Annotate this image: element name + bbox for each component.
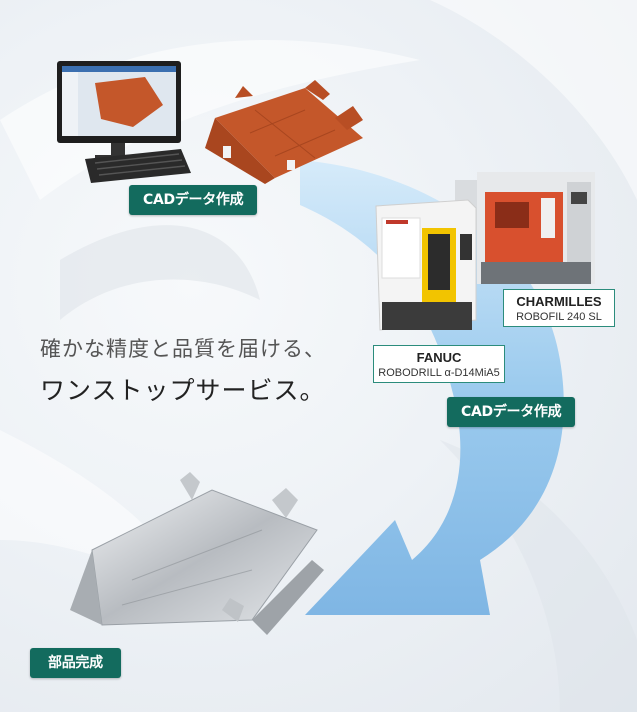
- computer-monitor-icon: [57, 61, 181, 160]
- step-cad-top: CADデータ作成: [129, 185, 258, 215]
- charmilles-name: CHARMILLES: [516, 294, 602, 309]
- tagline-line2: ワンストップサービス。: [40, 376, 326, 405]
- finished-steel-part: [70, 472, 324, 635]
- charmilles-label: CHARMILLES ROBOFIL 240 SL: [503, 289, 615, 327]
- wire-edm-machine-icon: [455, 172, 595, 284]
- fanuc-name: FANUC: [416, 350, 462, 365]
- cnc-machine-icon: [375, 199, 477, 331]
- keyboard-icon: [85, 149, 191, 183]
- fanuc-label: FANUC ROBODRILL α-D14MiA5: [373, 345, 505, 383]
- step-cad-mid: CADデータ作成: [447, 397, 576, 427]
- charmilles-model: ROBOFIL 240 SL: [516, 311, 602, 323]
- tagline: 確かな精度と品質を届ける、 ワンストップサービス。: [40, 333, 326, 407]
- cad-sheet-part: [205, 80, 363, 184]
- fanuc-model: ROBODRILL α-D14MiA5: [378, 367, 500, 379]
- cad-computer: [57, 61, 191, 183]
- step-finished: 部品完成: [30, 648, 121, 678]
- tagline-line1: 確かな精度と品質を届ける、: [40, 337, 326, 361]
